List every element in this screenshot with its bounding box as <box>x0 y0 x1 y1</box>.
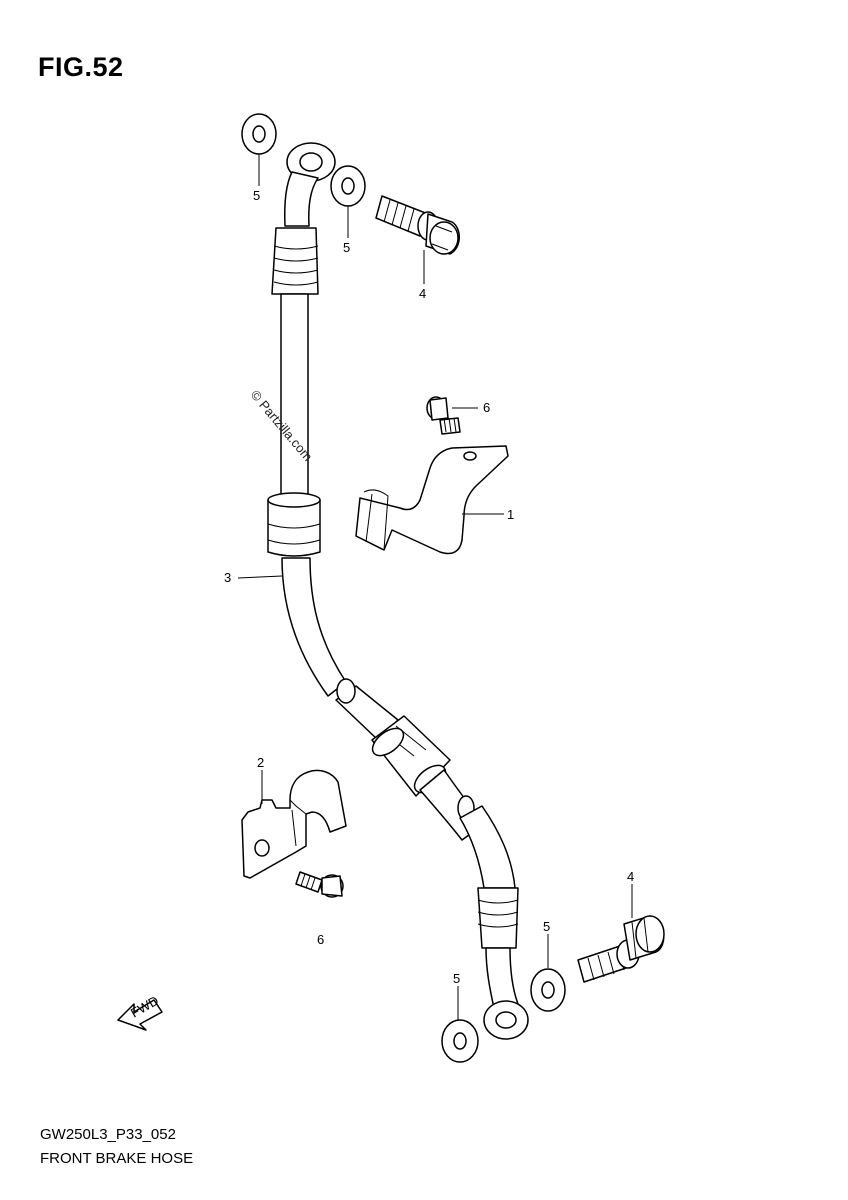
callout-2: 2 <box>257 755 264 770</box>
callout-4-top: 4 <box>419 286 426 301</box>
washer-bottom-left <box>441 1019 479 1063</box>
callout-numbers: 5 5 4 6 1 3 2 6 4 5 5 <box>224 188 634 986</box>
leader-lines <box>237 154 633 1020</box>
hose-clamp-2 <box>241 769 347 879</box>
callout-5-bottom-left: 5 <box>453 971 460 986</box>
middle-hose <box>281 557 347 697</box>
union-bolt-bottom <box>577 915 665 983</box>
callout-6-bottom: 6 <box>317 932 324 947</box>
callout-4-bottom: 4 <box>627 869 634 884</box>
figure-title: FIG.52 <box>38 52 124 82</box>
callout-5-top-right: 5 <box>343 240 350 255</box>
washer-bottom-right <box>530 968 566 1012</box>
forward-direction-arrow: FWD <box>117 993 163 1031</box>
callout-5-bottom-right: 5 <box>543 919 550 934</box>
bolt-top <box>426 396 461 435</box>
bolt-bottom <box>295 871 344 898</box>
brake-hose <box>267 142 529 1040</box>
lower-hose-fitting <box>477 887 519 949</box>
union-bolt-top <box>375 195 460 255</box>
callout-6-top: 6 <box>483 400 490 415</box>
hose-bracket-1 <box>355 445 509 555</box>
upper-hose-tube <box>280 293 309 499</box>
callout-3: 3 <box>224 570 231 585</box>
figure-name: FRONT BRAKE HOSE <box>40 1150 194 1167</box>
washer-top-left <box>241 113 277 155</box>
washer-top-right <box>330 165 366 207</box>
figure-code: GW250L3_P33_052 <box>40 1126 176 1143</box>
callout-1: 1 <box>507 507 514 522</box>
callout-5-top-left: 5 <box>253 188 260 203</box>
